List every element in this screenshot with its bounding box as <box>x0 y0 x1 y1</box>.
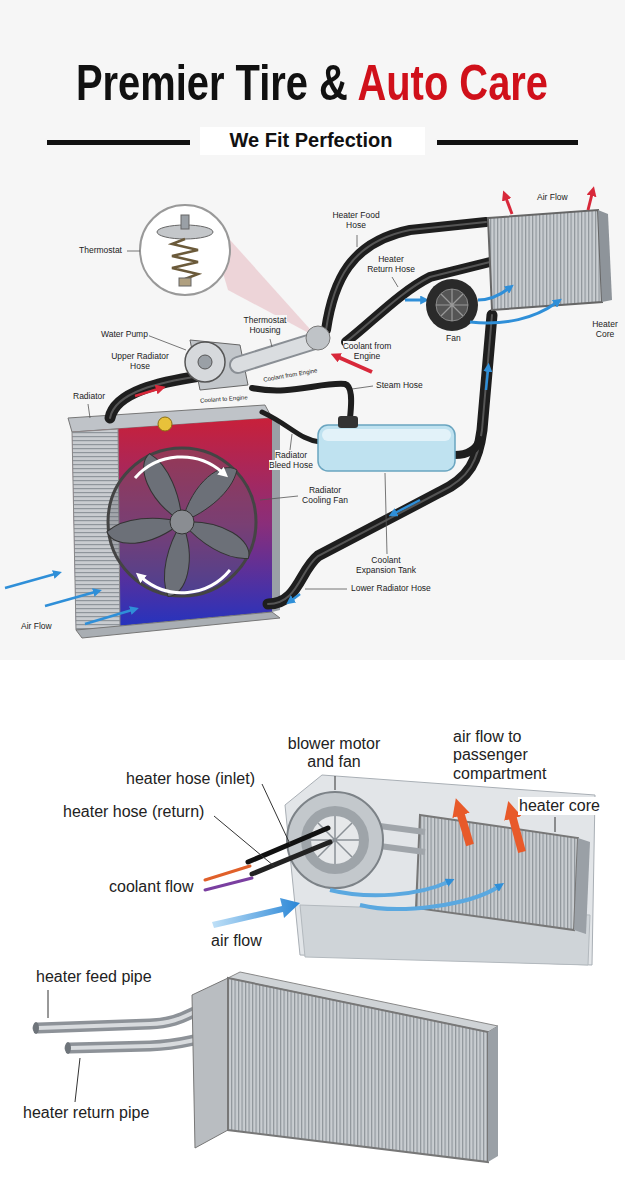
part-label: Thermostat <box>78 246 123 256</box>
part-label: Water Pump <box>100 330 149 340</box>
flow-label: Coolant to Engine <box>199 394 249 404</box>
flow-label: air flow <box>210 932 263 950</box>
text-patch: Coolant from Engine <box>343 341 392 361</box>
flow-arrows <box>135 300 488 600</box>
part-label: heater hose (inlet) <box>125 770 256 788</box>
part-label: Radiator <box>72 392 106 402</box>
hoses <box>110 222 492 604</box>
thermostat-inset <box>127 205 318 338</box>
part-label: Radiator Cooling Fan <box>299 486 351 506</box>
header-rules <box>47 127 578 155</box>
top-ground <box>0 0 625 660</box>
air-flow-bottom <box>212 812 522 928</box>
part-label: Fan <box>445 334 462 344</box>
air-flow-arrows <box>5 574 132 624</box>
heater-core-large <box>33 972 498 1162</box>
flow-label: Air Flow <box>20 622 53 632</box>
text-patch: Heater Food Hose <box>332 210 379 230</box>
text-patch: blower motor and fan <box>288 735 380 770</box>
flow-label: coolant flow <box>108 878 195 896</box>
text-patch: Radiator Bleed Hose <box>269 450 313 470</box>
radiator <box>68 405 280 638</box>
text-patch: Radiator Cooling Fan <box>302 485 348 505</box>
part-label: Coolant Expansion Tank <box>353 556 419 576</box>
radiator-cooling-fan <box>106 448 256 598</box>
leader-lines-bottom <box>48 776 555 1102</box>
part-label: Heater Food Hose <box>331 211 381 231</box>
part-label: heater return pipe <box>22 1104 150 1122</box>
blower-fan-top <box>426 279 556 331</box>
flow-label: Coolant from Engine <box>342 342 392 362</box>
part-label: Steam Hose <box>375 381 424 391</box>
part-label: Radiator Bleed Hose <box>267 451 315 471</box>
text-patch: Heater Core <box>592 319 618 339</box>
heater-core-top <box>488 194 612 310</box>
text-patch: Upper Radiator Hose <box>111 351 169 371</box>
part-label: Lower Radiator Hose <box>350 584 432 594</box>
text-patch: Coolant Expansion Tank <box>356 555 416 575</box>
flow-label: air flow to passenger compartment <box>452 728 554 783</box>
expansion-tank <box>318 416 455 471</box>
part-label: Thermostat Housing <box>239 316 291 336</box>
text-patch: Thermostat Housing <box>244 315 287 335</box>
part-label: blower motor and fan <box>275 735 393 772</box>
heater-hoses <box>205 828 330 890</box>
text-patch: Heater Return Hose <box>367 254 415 274</box>
part-label: heater feed pipe <box>35 968 153 986</box>
part-label: heater hose (return) <box>62 803 205 821</box>
flow-label: Air Flow <box>536 193 569 203</box>
part-label: Heater Core <box>590 320 620 340</box>
brand-title: Premier Tire & Auto Care <box>76 58 548 108</box>
heater-core-box <box>372 815 590 934</box>
part-label: Heater Return Hose <box>365 255 417 275</box>
part-label: Upper Radiator Hose <box>108 352 172 372</box>
tagline: We Fit Perfection <box>204 129 419 152</box>
leader-lines-top <box>88 235 398 589</box>
flow-label: Coolant from Engine <box>261 367 318 384</box>
text-patch: We Fit Perfection <box>230 129 393 151</box>
bottom-ground <box>0 660 625 1200</box>
part-label: heater core <box>518 797 601 815</box>
